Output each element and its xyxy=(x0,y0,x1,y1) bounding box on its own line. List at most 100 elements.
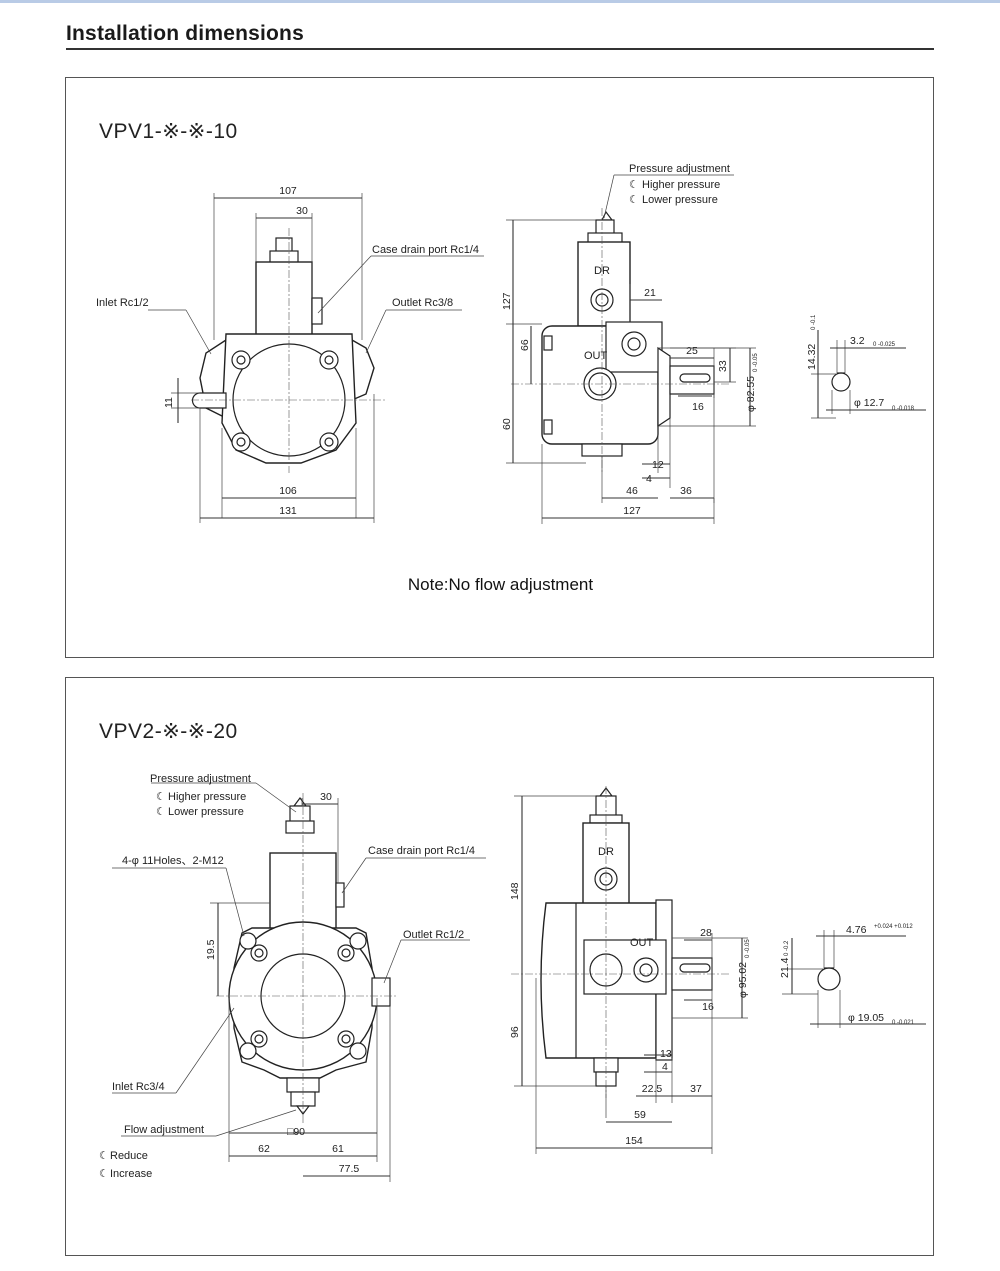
label-flow-adjustment: Flow adjustment xyxy=(124,1124,204,1136)
label-higher-pressure: Higher pressure xyxy=(168,791,246,803)
dim-46: 46 xyxy=(626,485,638,497)
panel-vpv2: VPV2-※-※-20 xyxy=(65,677,934,1256)
ear-hole-tr xyxy=(349,932,367,950)
label-pressure-adjustment: Pressure adjustment xyxy=(629,163,730,175)
dim-key-height-tol: 0 -0.2 xyxy=(784,940,790,956)
dim-key-width: 4.76 xyxy=(846,924,867,936)
side-compensator xyxy=(577,241,631,327)
dim-shaft-diameter-tol: 0 -0.018 xyxy=(892,406,915,412)
label-inlet: Inlet Rc1/2 xyxy=(96,297,149,309)
label-holes: 4-φ 11Holes、2-M12 xyxy=(122,855,224,867)
label-higher-pressure: Higher pressure xyxy=(642,179,720,191)
vpv2-shaft-detail: 21.4 0 -0.2 4.76 +0.024 +0.012 φ 19.05 0… xyxy=(779,924,926,1028)
dim-key-height-tol: 0 -0.1 xyxy=(811,314,817,330)
key xyxy=(679,963,711,973)
arrow-lower-icon: ☾ xyxy=(629,194,639,206)
dim-66: 66 xyxy=(519,339,531,351)
dim-13: 13 xyxy=(660,1048,672,1060)
dim-95-02: φ 95.02 xyxy=(737,962,749,998)
bolt-hole-tr-inner xyxy=(341,948,351,958)
bolt-hole-bl-inner xyxy=(254,1034,264,1044)
adjuster-collar xyxy=(269,250,299,264)
dim-shaft-diameter: φ 12.7 xyxy=(854,397,884,409)
adjuster-tip xyxy=(601,210,614,221)
dim-shaft-diameter-tol: 0 -0.021 xyxy=(892,1020,915,1026)
inlet-port-slot xyxy=(191,392,227,409)
bolt-hole-tl-inner xyxy=(236,355,246,365)
vpv2-drawing: 30 19.5 62 61 77.5 □90 Pressure adjustme… xyxy=(99,773,926,1182)
arrow-higher-icon: ☾ xyxy=(156,791,166,803)
dim-22-5: 22.5 xyxy=(642,1083,663,1095)
dim-16: 16 xyxy=(692,401,704,413)
dim-77-5: 77.5 xyxy=(339,1163,360,1175)
bolt-hole-tr-inner xyxy=(324,355,334,365)
dim-key-height: 21.4 xyxy=(779,957,791,978)
pilot xyxy=(657,346,671,428)
adjuster-nut xyxy=(275,237,293,253)
arrow-higher-icon: ☾ xyxy=(629,179,639,191)
arrow-reduce-icon: ☾ xyxy=(99,1150,109,1162)
dim-16: 16 xyxy=(702,1001,714,1013)
ear-hole-br xyxy=(349,1042,367,1060)
compensator-housing xyxy=(255,261,313,343)
dim-148: 148 xyxy=(509,882,521,900)
ear-hole-tl xyxy=(239,932,257,950)
dim-60: 60 xyxy=(501,418,513,430)
label-pressure-adjustment: Pressure adjustment xyxy=(150,773,251,785)
bolt-hole-br-inner xyxy=(341,1034,351,1044)
dim-4: 4 xyxy=(662,1061,668,1073)
dim-95-02-tol: 0 -0.05 xyxy=(745,939,751,958)
dim-key-height: 14.32 xyxy=(806,344,818,370)
note-text: Note:No flow adjustment xyxy=(407,575,594,594)
side-adjuster-nut xyxy=(595,219,615,235)
adjuster-collar xyxy=(285,820,315,834)
dim-21: 21 xyxy=(644,287,656,299)
dim-key-width-tol: 0 -0.025 xyxy=(873,342,896,348)
dim-33: 33 xyxy=(717,360,729,372)
dim-59: 59 xyxy=(634,1109,646,1121)
label-case-drain: Case drain port Rc1/4 xyxy=(368,845,475,857)
arrow-increase-icon: ☾ xyxy=(99,1168,109,1180)
shaft xyxy=(671,957,713,991)
drain-boss xyxy=(311,297,323,325)
label-increase: Increase xyxy=(110,1168,152,1180)
label-reduce: Reduce xyxy=(110,1150,148,1162)
dim-82-55-tol: 0 -0.05 xyxy=(753,353,759,372)
dim-127-horizontal: 127 xyxy=(623,505,641,517)
ear-hole-bl xyxy=(239,1042,257,1060)
dim-12: 12 xyxy=(652,459,664,471)
bolt-hole-bl-inner xyxy=(236,437,246,447)
label-inlet: Inlet Rc3/4 xyxy=(112,1081,165,1093)
dim-30: 30 xyxy=(320,791,332,803)
right-outlet-boss xyxy=(351,338,375,402)
dim-36: 36 xyxy=(680,485,692,497)
dim-90-square: □90 xyxy=(287,1126,305,1138)
dim-107: 107 xyxy=(279,185,297,197)
arrow-lower-icon: ☾ xyxy=(156,806,166,818)
bolt-hole-br-inner xyxy=(324,437,334,447)
vpv1-front-view: 107 30 11 106 131 Inlet Rc1/2 C xyxy=(96,185,484,523)
dim-4: 4 xyxy=(646,473,652,485)
dim-key-width: 3.2 xyxy=(850,335,865,347)
shaft-section xyxy=(817,967,841,991)
dim-11: 11 xyxy=(163,397,175,408)
outlet-boss xyxy=(371,977,391,1007)
drain-boss xyxy=(335,882,345,908)
dim-28: 28 xyxy=(700,927,712,939)
label-out: OUT xyxy=(584,350,608,362)
page-title: Installation dimensions xyxy=(66,22,304,45)
dim-key-width-tol: +0.024 +0.012 xyxy=(874,924,913,930)
shaft-section xyxy=(831,372,851,392)
outlet-port-inner xyxy=(639,963,653,977)
panel-vpv1: VPV1-※-※-10 xyxy=(65,77,934,658)
side-plug-bottom xyxy=(543,419,553,435)
vpv1-shaft-detail: 14.32 0 -0.1 3.2 0 -0.025 φ 12.7 0 -0.01… xyxy=(806,314,926,419)
dim-106: 106 xyxy=(279,485,297,497)
vpv2-side-view: DR OUT 148 96 xyxy=(509,786,751,1154)
dim-61: 61 xyxy=(332,1143,344,1155)
label-outlet: Outlet Rc1/2 xyxy=(403,929,464,941)
dim-96: 96 xyxy=(509,1026,521,1038)
dim-30: 30 xyxy=(296,205,308,217)
panel2-title: VPV2-※-※-20 xyxy=(99,720,238,743)
bolt-hole-tl-inner xyxy=(254,948,264,958)
